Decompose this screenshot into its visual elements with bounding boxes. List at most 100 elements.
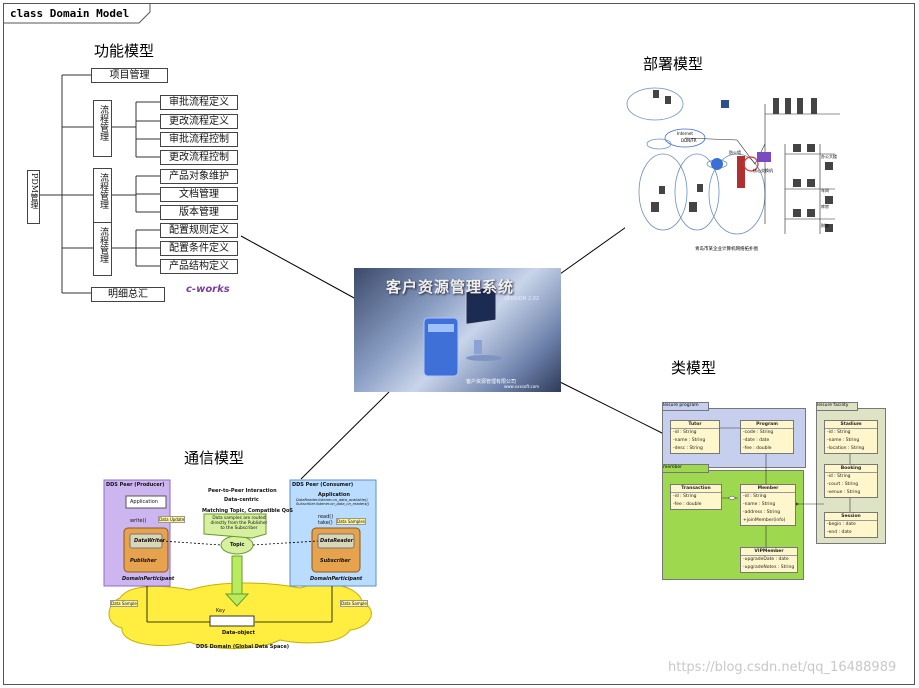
splash-title: 客户资源管理系统 [386, 278, 515, 296]
package-tab: leisure program [662, 402, 709, 411]
computer-illustration [423, 285, 502, 377]
frame-tab-border [4, 4, 151, 24]
data-object-label: Data-object [222, 630, 255, 636]
dds-domain-label: DDS Domain (Global Data Space) [196, 644, 289, 650]
node-leaf: 版本管理 [160, 205, 238, 220]
node-leaf: 产品对象维护 [160, 169, 238, 184]
splash-company: 客户资源管理有限公司 [466, 379, 517, 385]
net-label: DDN/FR [681, 138, 697, 143]
class-attr: -id : String [743, 494, 767, 499]
class-booking: Booking -id : String -court : String -ve… [824, 464, 878, 498]
aggregation-diamond [727, 495, 737, 501]
subscriber-label: Subscriber [320, 558, 351, 564]
net-label: 车间 [821, 187, 829, 193]
class-name: Session [825, 513, 877, 521]
net-label: 库房 [821, 203, 829, 209]
splash-version: VERSION 2.02 [504, 296, 540, 302]
class-attr: -begin : date [827, 522, 856, 527]
class-member: Member -id : String -name : String -addr… [740, 484, 796, 526]
network-caption: 青岛市某企业计算机网络拓扑图 [695, 245, 758, 252]
datareader-label: DataReader [320, 538, 354, 544]
routing-label: Data samples are routed directly from th… [210, 516, 268, 531]
connector-functional [240, 235, 357, 300]
topic-arrow-head [224, 593, 250, 607]
class-attr: -name : String [743, 502, 776, 507]
connector-deployment [559, 224, 630, 275]
class-attr: +joinMember(info) [743, 518, 786, 523]
class-attr: -id : String [827, 474, 851, 479]
class-attr: -code : String [743, 430, 774, 435]
pdm-root-node: PDM管理 [27, 170, 40, 224]
frame-tab-label: class Domain Model [10, 7, 130, 20]
node-group-3: 流程管理 [93, 222, 112, 276]
class-model-title: 类模型 [671, 359, 717, 377]
class-attr: -upgradeDate : date [743, 557, 789, 562]
matching-note [203, 513, 267, 539]
dds-graphics [103, 479, 377, 649]
class-name: Transaction [671, 485, 721, 493]
class-attr: -id : String [673, 430, 697, 435]
net-label: Internet [677, 131, 693, 136]
producer-application: Application [130, 499, 158, 505]
class-name: Program [741, 421, 793, 429]
node-leaf: 审批流程控制 [160, 132, 238, 147]
node-leaf: 配置条件定义 [160, 241, 238, 256]
class-name: Tutor [671, 421, 719, 429]
class-session: Session -begin : date -end : date [824, 512, 878, 538]
class-name: Stadium [825, 421, 877, 429]
class-attr: -date : date [743, 438, 770, 443]
producer-title: DDS Peer (Producer) [106, 482, 165, 488]
node-leaf: 更改流程控制 [160, 150, 238, 165]
connectors-layer [4, 4, 665, 480]
node-project-mgmt: 项目管理 [91, 68, 168, 83]
connector-communication [300, 391, 390, 480]
group-2-label: 流程管理 [98, 173, 108, 209]
deployment-network-image: Internet DDN/FR 防火墙 核心交换机 办公大楼 车间 库房 财务 … [625, 84, 847, 256]
network-topology: Internet DDN/FR 防火墙 核心交换机 办公大楼 车间 库房 财务 … [626, 87, 840, 252]
net-label: 防火墙 [729, 149, 741, 155]
class-name: VIPMember [741, 548, 797, 556]
dds-diagram: DDS Peer (Producer) DDS Peer (Consumer) … [100, 478, 382, 662]
class-program: Program -code : String -date : date -fee… [740, 420, 794, 454]
class-attr: -id : String [673, 494, 697, 499]
producer-domain-participant: DomainParticipant [122, 576, 175, 582]
class-name: Booking [825, 465, 877, 473]
cworks-logo: c-works [186, 284, 230, 295]
publisher-label: Publisher [130, 558, 157, 564]
data-object-bar [209, 615, 255, 627]
functional-model-title: 功能模型 [94, 42, 155, 60]
package-tab: leisure facility [816, 402, 858, 411]
node-leaf: 更改流程定义 [160, 114, 238, 129]
producer-app-box [125, 495, 167, 509]
topic-label: Topic [230, 542, 245, 548]
class-name: Member [741, 485, 795, 493]
class-attr: -fee : double [673, 502, 702, 507]
deployment-model-title: 部署模型 [643, 55, 704, 73]
node-group-1: 流程管理 [93, 100, 112, 157]
consumer-application: Application [318, 492, 350, 498]
read-take-label: read() take() [318, 514, 334, 526]
data-samples-tag: Data Samples [336, 518, 366, 525]
class-attr: -venue : String [827, 490, 861, 495]
node-group-2: 流程管理 [93, 168, 112, 225]
package-tab: member [662, 464, 709, 473]
class-attr: -court : String [827, 482, 859, 487]
class-attr: -name : String [673, 438, 706, 443]
class-attr: -name : String [827, 438, 860, 443]
data-sample-tag-right: Data Sample [340, 600, 368, 607]
consumer-domain-participant: DomainParticipant [310, 576, 363, 582]
class-stadium: Stadium -id : String -name : String -loc… [824, 420, 878, 454]
data-sample-tag-left: Data Sample [110, 600, 138, 607]
key-label: Key [216, 608, 226, 614]
class-tutor: Tutor -id : String -name : String -desc … [670, 420, 720, 454]
consumer-listener-note: DataReader.listener.on_data_available() … [296, 498, 370, 506]
connector-class [559, 381, 665, 435]
class-attr: -fee : double [743, 446, 772, 451]
net-label: 核心交换机 [753, 167, 773, 173]
class-attr: -end : date [827, 530, 852, 535]
write-label: write() [130, 518, 147, 524]
node-leaf: 配置规则定义 [160, 223, 238, 238]
class-transaction: Transaction -id : String -fee : double [670, 484, 722, 510]
class-attr: -location : String [827, 446, 865, 451]
node-leaf: 审批流程定义 [160, 95, 238, 110]
